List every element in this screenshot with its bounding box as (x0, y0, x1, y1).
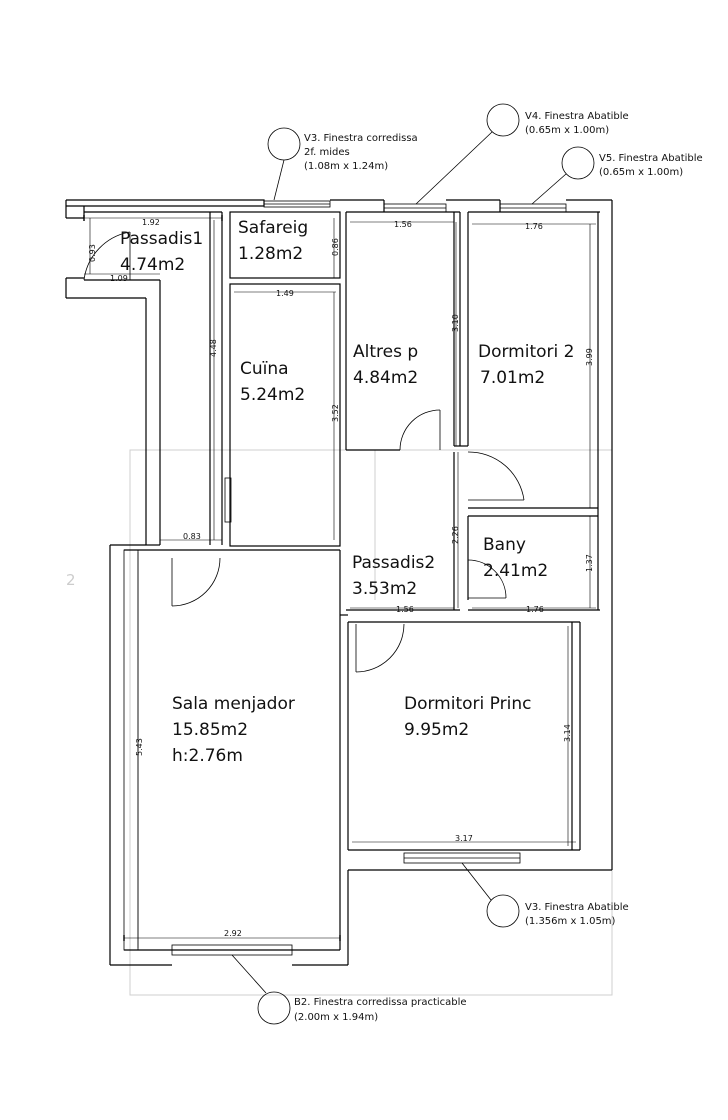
dimension-lines (83, 215, 596, 948)
b2-line1: B2. Finestra corredissa practicable (294, 997, 467, 1008)
dim-226: 2.26 (451, 526, 460, 544)
room-cuina-name: Cuïna (240, 359, 289, 379)
room-cuina-area: 5.24m2 (240, 385, 305, 405)
room-passadis1-name: Passadis1 (120, 229, 203, 249)
room-sala-area: 15.85m2 (172, 720, 248, 740)
room-passadis2-name: Passadis2 (352, 553, 435, 573)
v5-line1: V5. Finestra Abatible (599, 153, 703, 164)
v3-top-line2: 2f. mides (304, 147, 350, 158)
dimension-labels: 1.92 0.93 1.09 0.86 1.56 1.76 1.49 3.10 … (88, 218, 594, 938)
v4-line2: (0.65m x 1.00m) (525, 125, 609, 136)
room-labels: Passadis1 4.74m2 Safareig 1.28m2 Cuïna 5… (120, 218, 574, 766)
room-sala-height: h:2.76m (172, 746, 243, 766)
room-passadis1-area: 4.74m2 (120, 255, 185, 275)
dim-543: 5.43 (135, 738, 144, 756)
room-dormitori2-area: 7.01m2 (480, 368, 545, 388)
callout-circle-b2 (257, 991, 291, 1025)
dim-083: 0.83 (183, 532, 201, 541)
dim-317: 3.17 (455, 834, 473, 843)
v3-top-line1: V3. Finestra corredissa (304, 133, 418, 144)
dim-310: 3.10 (451, 314, 460, 332)
dim-292: 2.92 (224, 929, 242, 938)
room-sala-name: Sala menjador (172, 694, 295, 714)
v4-line1: V4. Finestra Abatible (525, 111, 629, 122)
callout-circle-v4 (486, 103, 520, 137)
dim-176-top: 1.76 (525, 222, 543, 231)
window-callouts: V3. Finestra corredissa 2f. mides (1.08m… (231, 103, 703, 1025)
dim-176-mid: 1.76 (526, 605, 544, 614)
dim-399: 3.99 (585, 348, 594, 366)
v5-line2: (0.65m x 1.00m) (599, 167, 683, 178)
interior-walls (84, 211, 600, 951)
dim-149: 1.49 (276, 289, 294, 298)
dim-448: 4.48 (209, 339, 218, 357)
room-bany-name: Bany (483, 535, 526, 555)
cropped-fragment-text: 2 (66, 571, 76, 589)
dim-314: 3.14 (563, 724, 572, 742)
callout-circle-v3-bottom (486, 894, 520, 928)
exterior-walls (65, 199, 613, 966)
room-passadis2-area: 3.53m2 (352, 579, 417, 599)
dim-156-mid: 1.56 (396, 605, 414, 614)
dim-192: 1.92 (142, 218, 160, 227)
dim-093: 0.93 (88, 244, 97, 262)
v3-top-line3: (1.08m x 1.24m) (304, 161, 388, 172)
b2-line2: (2.00m x 1.94m) (294, 1012, 378, 1023)
room-safareig-area: 1.28m2 (238, 244, 303, 264)
dim-352: 3.52 (331, 404, 340, 422)
callout-circle-v3-top (267, 127, 301, 161)
dim-086: 0.86 (331, 238, 340, 256)
room-dormitori2-name: Dormitori 2 (478, 342, 574, 362)
door-swings (83, 231, 525, 673)
v3-bottom-line1: V3. Finestra Abatible (525, 902, 629, 913)
room-safareig-name: Safareig (238, 218, 308, 238)
dim-137: 1.37 (585, 554, 594, 572)
room-dormitori-princ-area: 9.95m2 (404, 720, 469, 740)
room-altres-area: 4.84m2 (353, 368, 418, 388)
callout-circle-v5 (561, 146, 595, 180)
room-altres-name: Altres p (353, 342, 418, 362)
room-dormitori-princ-name: Dormitori Princ (404, 694, 531, 714)
dim-156-top: 1.56 (394, 220, 412, 229)
v3-bottom-line2: (1.356m x 1.05m) (525, 916, 616, 927)
room-bany-area: 2.41m2 (483, 561, 548, 581)
dim-109: 1.09 (110, 274, 128, 283)
